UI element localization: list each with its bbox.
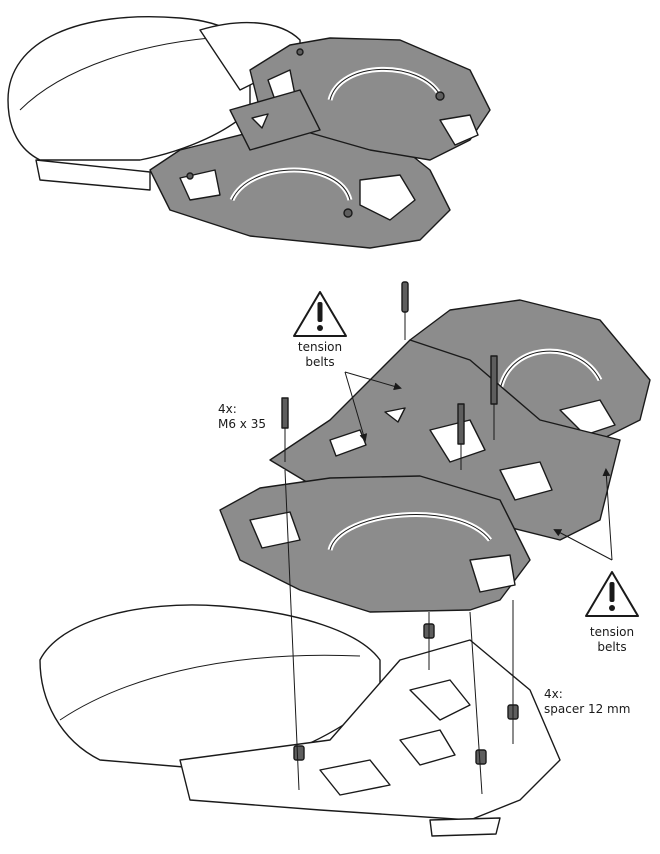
warning-triangle-icon: [293, 291, 347, 337]
label-line: spacer 12 mm: [544, 702, 631, 716]
rear-frame-bottom: [179, 639, 561, 821]
label-line: belts: [597, 640, 627, 654]
tension-belts-label-top: tension belts: [290, 340, 350, 370]
label-line: belts: [305, 355, 335, 369]
label-line: 4x:: [218, 402, 237, 416]
seat-bottom: [39, 604, 381, 771]
label-line: tension: [297, 340, 343, 354]
tension-belts-label-right: tension belts: [582, 625, 642, 655]
spacer-callout-label: 4x: spacer 12 mm: [544, 687, 630, 717]
assembled-view: [7, 16, 491, 249]
label-line: tension: [589, 625, 635, 639]
label-line: M6 x 35: [218, 417, 266, 431]
label-line: 4x:: [544, 687, 563, 701]
exploded-view: [39, 281, 651, 837]
warning-triangle-icon: [585, 571, 639, 617]
screw-callout-label: 4x: M6 x 35: [218, 402, 266, 432]
